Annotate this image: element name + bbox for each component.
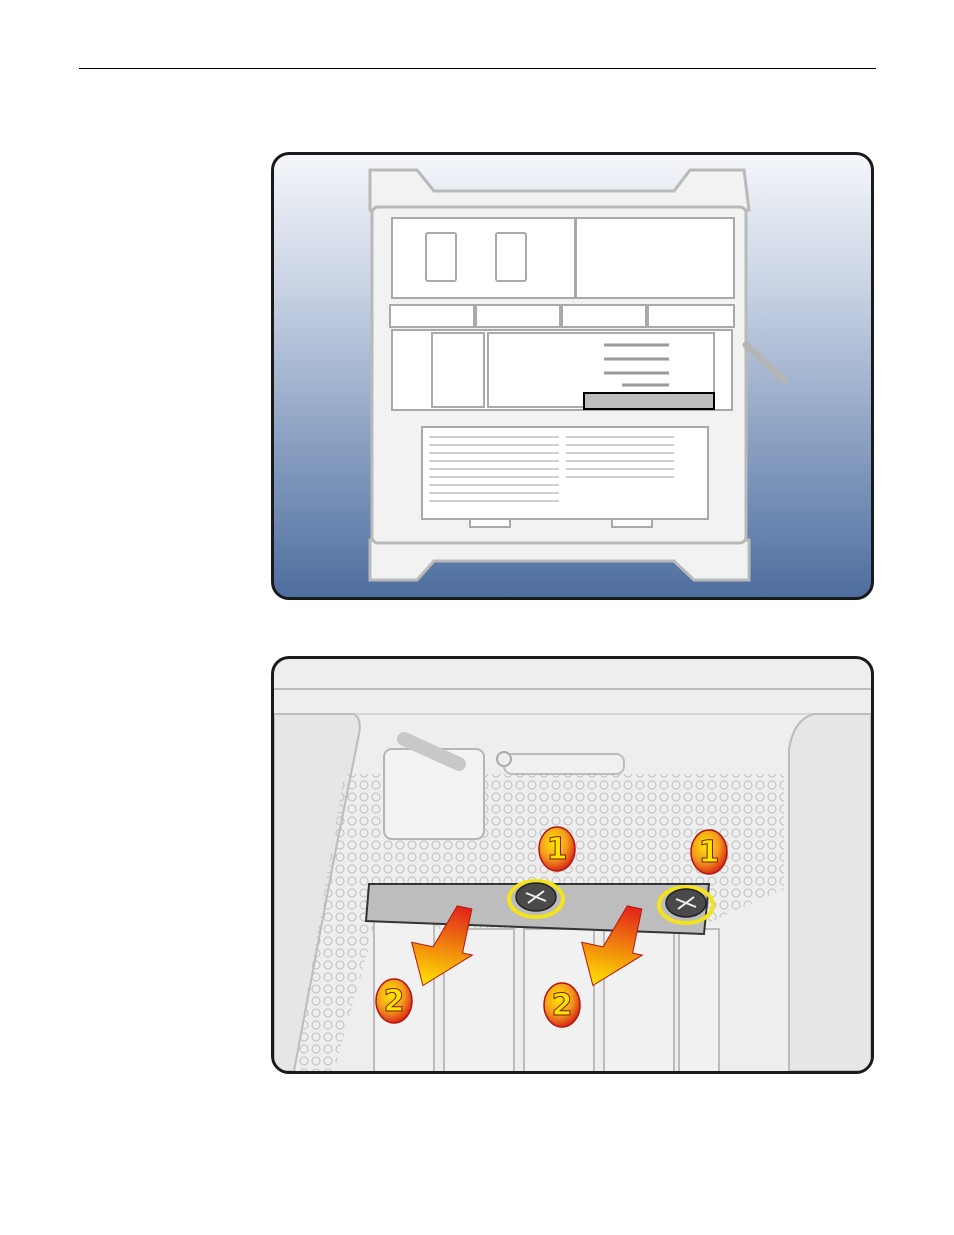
thumbscrew-right — [659, 887, 713, 923]
side-latch — [746, 345, 784, 380]
drive-sled-4 — [648, 305, 734, 327]
callout-1a-label: 1 — [547, 832, 568, 867]
power-box — [432, 333, 484, 407]
drive-sled-3 — [562, 305, 646, 327]
right-frame — [789, 714, 871, 1071]
mac-pro-side-view-illustration — [274, 155, 871, 597]
highlighted-pci-bracket — [584, 393, 714, 409]
bracket-removal-illustration-panel: 1 1 2 2 — [271, 656, 874, 1074]
optical-bay — [392, 218, 575, 298]
drive-sled-2 — [476, 305, 560, 327]
processor-tray — [422, 427, 708, 519]
callout-1b-label: 1 — [699, 835, 720, 870]
header-rule — [79, 68, 876, 69]
bottom-foot — [370, 540, 749, 580]
drive-sled-1 — [390, 305, 474, 327]
callout-2b-label: 2 — [552, 988, 573, 1023]
thumbscrew-left — [509, 881, 563, 917]
overview-illustration-panel — [271, 152, 874, 600]
callout-2a-label: 2 — [384, 984, 405, 1019]
optical-bay-2 — [576, 218, 734, 298]
handle-block — [384, 749, 484, 839]
top-handle — [370, 170, 749, 210]
bracket-removal-illustration: 1 1 2 2 — [274, 659, 871, 1071]
